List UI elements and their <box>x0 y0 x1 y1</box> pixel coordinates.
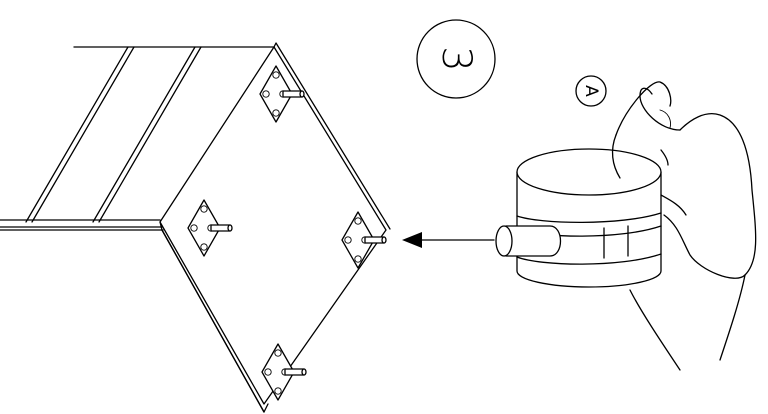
furniture-underside-panel <box>159 42 391 413</box>
arrow-left-icon <box>402 232 495 248</box>
step-number: 3 <box>433 46 479 71</box>
part-label-badge: A <box>575 75 607 107</box>
hand-icon <box>611 81 757 371</box>
caster-wheel-icon <box>495 148 662 288</box>
mounting-plate-top <box>259 65 305 123</box>
step-number-badge: 3 <box>416 19 496 99</box>
part-label: A <box>581 85 601 97</box>
furniture-top <box>0 46 275 231</box>
mounting-plate-right <box>341 211 387 269</box>
mounting-plate-left <box>187 199 233 257</box>
mounting-plate-bottom <box>261 343 307 401</box>
